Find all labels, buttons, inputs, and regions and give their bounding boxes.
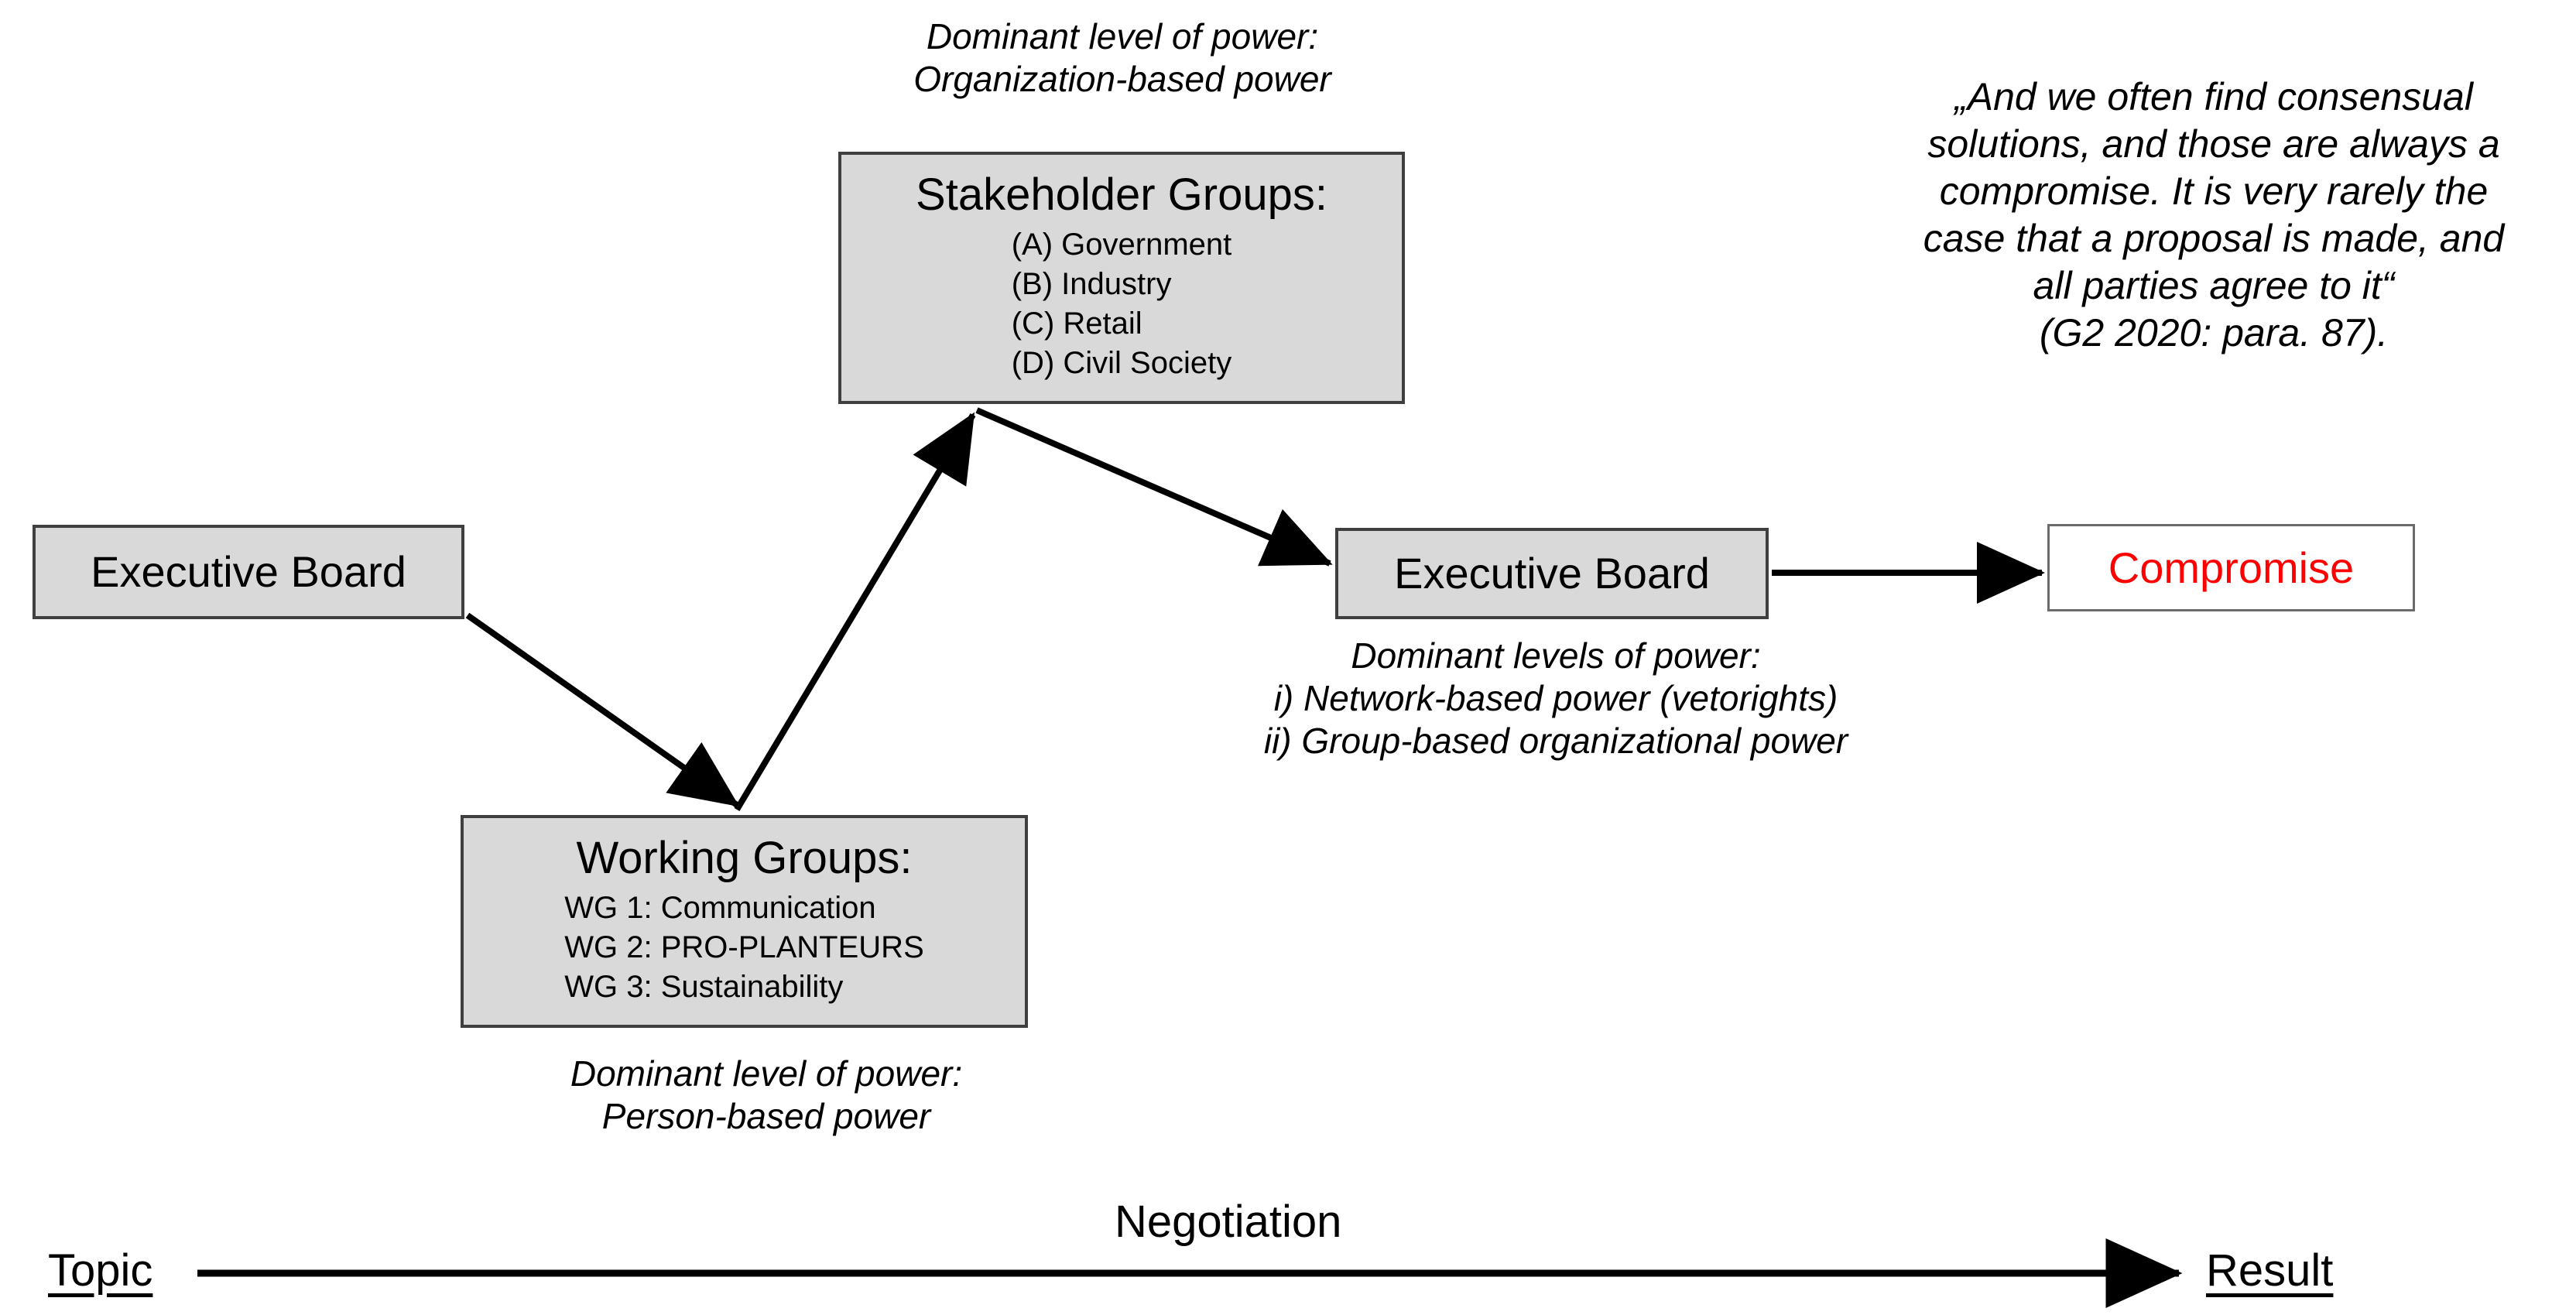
list-item: (D) Civil Society [1011, 346, 1232, 381]
arrow-stakeholder-to-exec-right [975, 407, 1333, 567]
node-executive-board-right[interactable]: Executive Board [1335, 528, 1769, 619]
list-item: (B) Industry [1011, 266, 1172, 301]
working-groups-title: Working Groups: [576, 832, 913, 883]
executive-board-right-label: Executive Board [1394, 549, 1710, 598]
interview-quote: „And we often find consensual solutions,… [1900, 74, 2527, 357]
annotation-stakeholder-power: Dominant level of power: Organization-ba… [913, 16, 1331, 100]
stakeholder-groups-list: (A) Government (B) Industry (C) Retail (… [1012, 225, 1232, 384]
node-compromise[interactable]: Compromise [2047, 524, 2415, 611]
executive-board-left-label: Executive Board [91, 547, 406, 596]
list-item: WG 1: Communication [564, 890, 876, 925]
working-groups-list: WG 1: Communication WG 2: PRO-PLANTEURS … [564, 889, 924, 1008]
axis-middle-label: Negotiation [1115, 1197, 1342, 1247]
axis-end-label: Result [2206, 1245, 2334, 1296]
annotation-working-groups-power: Dominant level of power: Person-based po… [570, 1053, 963, 1137]
node-executive-board-left[interactable]: Executive Board [33, 525, 464, 619]
compromise-label: Compromise [2108, 543, 2355, 592]
list-item: WG 3: Sustainability [564, 970, 844, 1005]
stakeholder-groups-title: Stakeholder Groups: [916, 169, 1327, 220]
node-stakeholder-groups[interactable]: Stakeholder Groups: (A) Government (B) I… [838, 152, 1405, 404]
annotation-executive-board-power: Dominant levels of power: i) Network-bas… [1263, 635, 1848, 762]
quote-text: „And we often find consensual solutions,… [1923, 75, 2505, 307]
quote-citation: (G2 2020: para. 87). [2039, 311, 2389, 354]
arrow-exec-left-to-working-groups [465, 612, 740, 808]
list-item: (C) Retail [1011, 306, 1142, 341]
axis-start-label: Topic [48, 1245, 153, 1296]
list-item: (A) Government [1011, 227, 1232, 262]
list-item: WG 2: PRO-PLANTEURS [564, 930, 924, 964]
arrow-working-groups-to-stakeholder [734, 412, 976, 812]
node-working-groups[interactable]: Working Groups: WG 1: Communication WG 2… [461, 815, 1028, 1028]
